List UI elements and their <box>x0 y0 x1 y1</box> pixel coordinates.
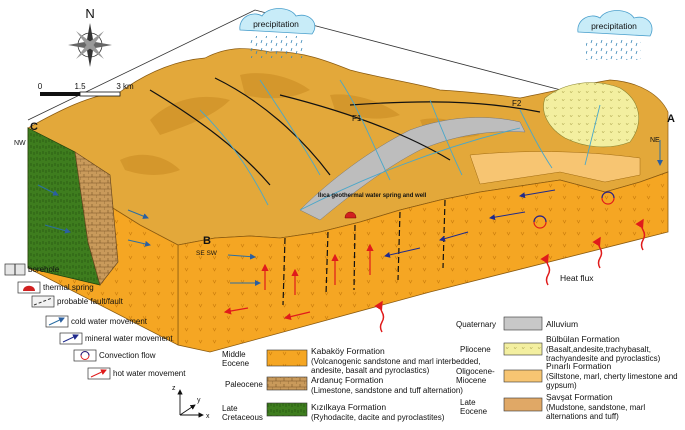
section-faults <box>282 199 446 306</box>
heat-flux-arrows <box>374 218 646 333</box>
axis-y-label: y <box>197 397 201 404</box>
svg-text:1.5: 1.5 <box>74 82 86 91</box>
precipitation-label-right: precipitation <box>591 21 637 31</box>
swatch-alluvium <box>503 316 543 331</box>
section-label-b: B <box>203 235 211 247</box>
heat-flux-label: Heat flux <box>560 273 594 283</box>
thermal-spring-marker: Ilıca geothermal water spring and well <box>318 193 427 219</box>
hot-water-arrow-icon <box>90 369 107 378</box>
thermal-spring-icon <box>23 285 35 291</box>
swatch-kizilkaya <box>266 402 308 417</box>
axis-x-label: x <box>206 413 210 420</box>
precipitation-cloud-left: precipitation <box>239 8 316 58</box>
mineral-water-arrows <box>384 189 556 258</box>
fm-ardanuc-name: Ardanuç Formation <box>311 375 384 385</box>
formation-swatches <box>266 316 543 417</box>
legend-convection: Convection flow <box>99 351 156 360</box>
fm-kizilkaya-name: Kızılkaya Formation <box>311 402 387 412</box>
fm-savsat-name: Şavşat Formation <box>546 392 613 402</box>
axis-indicator <box>177 389 204 418</box>
age-quaternary: Quaternary <box>456 320 497 329</box>
swatch-pinarli <box>503 369 543 383</box>
fm-pinarli-desc: (Siltstone, marl, cherty limestone and g… <box>546 372 678 390</box>
sw-label: SE SW <box>196 250 218 257</box>
fm-kabakoy-name: Kabaköy Formation <box>311 346 385 356</box>
fm-savsat-desc: (Mudstone, sandstone, marl alternations … <box>546 403 646 421</box>
swatch-savsat <box>503 397 543 412</box>
fm-alluvium-name: Alluvium <box>546 319 579 329</box>
age-paleocene: Paleocene <box>225 380 263 389</box>
fault-icon <box>33 297 53 306</box>
legend-thermal-spring: thermal spring <box>43 283 94 292</box>
svg-text:0: 0 <box>38 82 43 91</box>
alluvium-valley <box>299 117 526 221</box>
fault-icon-frame <box>31 295 55 308</box>
fm-bulbulan-desc: (Basalt,andesite,trachybasalt, trachyand… <box>546 345 661 363</box>
convection-icon-arc <box>80 351 90 356</box>
mineral-water-arrow-icon <box>62 334 79 343</box>
cold-water-arrows <box>37 140 663 286</box>
cold-water-arrow-icon <box>48 317 65 326</box>
symbol-legend-icons <box>4 263 111 380</box>
fm-pinarli-name: Pınarlı Formation <box>546 361 612 371</box>
section-label-a: A <box>667 113 675 125</box>
fm-kabakoy-desc: (Volcanogenic sandstone and marl interbe… <box>311 357 481 375</box>
age-oligocene-miocene: Oligocene-Miocene <box>456 367 495 385</box>
ne-label: NE <box>650 137 660 144</box>
swatch-kabakoy <box>266 349 308 367</box>
age-pliocene: Pliocene <box>460 345 491 354</box>
front-face-kabakoy <box>177 171 669 353</box>
svg-text:3 km: 3 km <box>116 82 134 91</box>
fault-label-f1: F1 <box>352 114 362 123</box>
swatch-ardanuc <box>266 376 308 391</box>
hot-water-arrows <box>223 243 374 321</box>
convection-icon-frame <box>73 349 97 362</box>
river-network <box>199 79 601 211</box>
terrain-surface <box>27 48 669 246</box>
legend-fault: probable fault/fault <box>57 297 123 306</box>
precipitation-label-left: precipitation <box>253 19 299 29</box>
age-late-eocene: Late Eocene <box>460 398 488 416</box>
block-outline <box>27 9 669 121</box>
legend-cold-water: cold water movement <box>71 317 148 326</box>
swatch-bulbulan <box>503 342 543 356</box>
pliocene-cap <box>543 82 639 148</box>
fm-kizilkaya-desc: (Ryhodacite, dacite and pyroclastites) <box>311 413 445 422</box>
convection-flows <box>533 191 615 229</box>
legend-mineral-water: mineral water movement <box>85 334 173 343</box>
spring-label: Ilıca geothermal water spring and well <box>318 193 427 199</box>
axis-z-label: z <box>172 385 176 392</box>
legend-borehole: borehole <box>28 265 60 274</box>
fault-lines <box>149 77 541 186</box>
age-late-cretaceous: Late Cretaceous <box>222 404 263 422</box>
legend-hot-water: hot water movement <box>113 369 186 378</box>
fm-bulbulan-name: Bülbülan Formation <box>546 334 620 344</box>
compass-rose: N <box>68 6 112 67</box>
section-label-c: C <box>30 121 38 133</box>
precipitation-cloud-right: precipitation <box>577 10 653 60</box>
pinarli-band <box>469 151 641 185</box>
age-middle-eocene: Middle Eocene <box>222 350 250 368</box>
ardanuc-block <box>74 151 119 286</box>
north-label: N <box>85 6 94 21</box>
fault-label-f2: F2 <box>512 99 522 108</box>
nw-label: NW <box>14 140 26 147</box>
scale-bar: 0 1.5 3 km <box>38 82 134 97</box>
fm-ardanuc-desc: (Limestone, sandstone and tuff alternati… <box>311 386 463 395</box>
